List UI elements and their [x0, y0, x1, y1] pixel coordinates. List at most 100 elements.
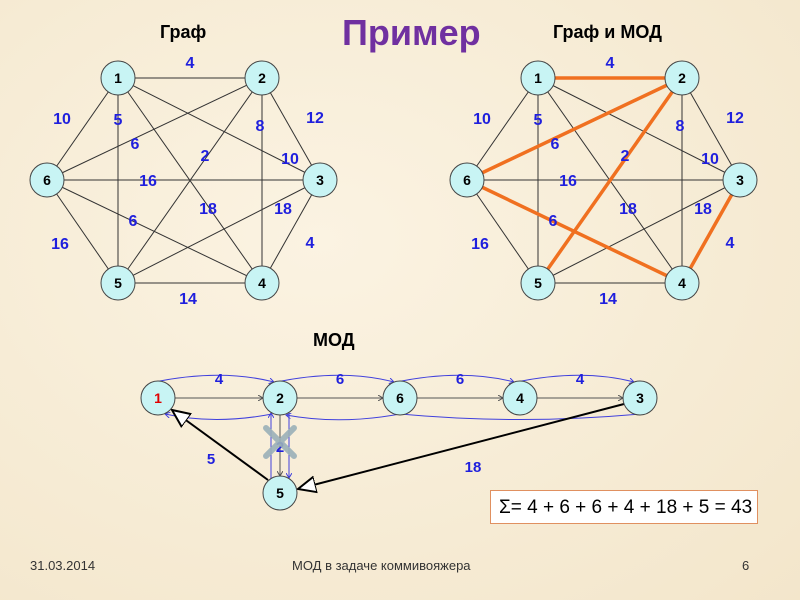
edge-weight: 12 [726, 110, 744, 127]
graph-edge [466, 77, 539, 181]
graph-edge [117, 77, 263, 284]
edge-weight: 6 [549, 213, 558, 230]
edge-weight: 18 [465, 459, 482, 476]
footer-date: 31.03.2014 [30, 558, 96, 573]
traversal-arrow [271, 374, 394, 383]
graph-edge [681, 77, 741, 181]
graph-node [302, 162, 338, 198]
edge-weight: 5 [207, 451, 215, 468]
graph-mst-caption: Граф и МОД [553, 22, 662, 42]
node-label: 3 [636, 390, 644, 406]
edge-weight: 4 [726, 235, 735, 252]
graph-edge [46, 77, 119, 181]
tour-node [502, 380, 538, 416]
edge-weight: 4 [215, 371, 224, 388]
edge-weight: 4 [186, 55, 195, 72]
graph-node [664, 60, 700, 96]
tour-node [140, 380, 176, 416]
edge-weight: 14 [179, 291, 197, 308]
edge-weight: 4 [606, 55, 615, 72]
graph-caption: Граф [160, 22, 207, 42]
node-label: 4 [516, 390, 524, 406]
edge-weight: 14 [599, 291, 617, 308]
node-label: 2 [258, 70, 266, 86]
graph-edge [537, 77, 741, 181]
node-label: 4 [678, 275, 686, 291]
page-number: 6 [742, 558, 750, 573]
traversal-arrow [286, 414, 641, 421]
edge-weight: 8 [676, 118, 685, 135]
edge-weight: 18 [199, 201, 217, 218]
graph-edge [466, 179, 539, 284]
edge-weight: 12 [306, 110, 324, 127]
graph-node [29, 162, 65, 198]
edge-weight: 10 [53, 111, 71, 128]
tour-node [382, 380, 418, 416]
mst-edge [466, 178, 683, 285]
edge-weight: 4 [306, 235, 315, 252]
graph-edge [537, 179, 741, 284]
edge-weight: 16 [559, 173, 577, 190]
node-label: 1 [534, 70, 542, 86]
footer-title: МОД в задаче коммивояжера [292, 558, 471, 573]
slide-title: Пример [342, 12, 481, 53]
node-label: 6 [396, 390, 404, 406]
node-label: 4 [258, 275, 266, 291]
edge-weight: 16 [51, 236, 69, 253]
edge-weight: 5 [114, 112, 123, 129]
edge-weight: 6 [456, 371, 464, 388]
edge-weight: 2 [621, 148, 630, 165]
node-label: 5 [114, 275, 122, 291]
edge-weight: 10 [701, 151, 719, 168]
edge-weight: 10 [281, 151, 299, 168]
edge-weight: 2 [276, 439, 284, 456]
node-label: 1 [114, 70, 122, 86]
edge-weight: 8 [256, 118, 265, 135]
edge-weight: 10 [473, 111, 491, 128]
mst-caption: МОД [313, 330, 355, 350]
node-label: 6 [43, 172, 51, 188]
node-label: 2 [678, 70, 686, 86]
graph-node [449, 162, 485, 198]
edge-weight: 6 [131, 136, 140, 153]
graph-edge [46, 179, 263, 284]
edge-weight: 18 [694, 201, 712, 218]
edge-weight: 6 [336, 371, 344, 388]
edge-weight: 2 [201, 148, 210, 165]
graph-edge [46, 77, 263, 181]
node-label: 5 [534, 275, 542, 291]
edge-weight: 16 [471, 236, 489, 253]
tour-node [622, 380, 658, 416]
mst-edge [536, 76, 684, 285]
graph-node [100, 60, 136, 96]
mst-edge [680, 179, 742, 284]
edge-weight: 16 [139, 173, 157, 190]
graph-node [244, 265, 280, 301]
node-label: 3 [736, 172, 744, 188]
node-label: 3 [316, 172, 324, 188]
mst-edge [466, 76, 683, 182]
graph-node [664, 265, 700, 301]
edge-weight: 6 [551, 136, 560, 153]
node-label: 5 [276, 485, 284, 501]
removed-edge-cross-icon [263, 425, 297, 459]
edge-weight: 4 [576, 371, 585, 388]
graph-node [244, 60, 280, 96]
graph-edge [117, 179, 321, 284]
edge-weight: 18 [274, 201, 292, 218]
tour-node [262, 380, 298, 416]
sum-box: Σ= 4 + 6 + 6 + 4 + 18 + 5 = 43 [490, 490, 758, 524]
traversal-arrow [511, 374, 634, 383]
traversal-arrow [149, 374, 274, 383]
node-label: 2 [276, 390, 284, 406]
graph-node [520, 60, 556, 96]
shortcut-edge [298, 403, 625, 489]
shortcut-edge [172, 410, 269, 481]
tour-node [262, 475, 298, 511]
graph-edge [261, 77, 321, 181]
node-label: 1 [154, 390, 162, 406]
graph-edge [261, 179, 321, 284]
graph-node [100, 265, 136, 301]
graph-edge [46, 179, 119, 284]
